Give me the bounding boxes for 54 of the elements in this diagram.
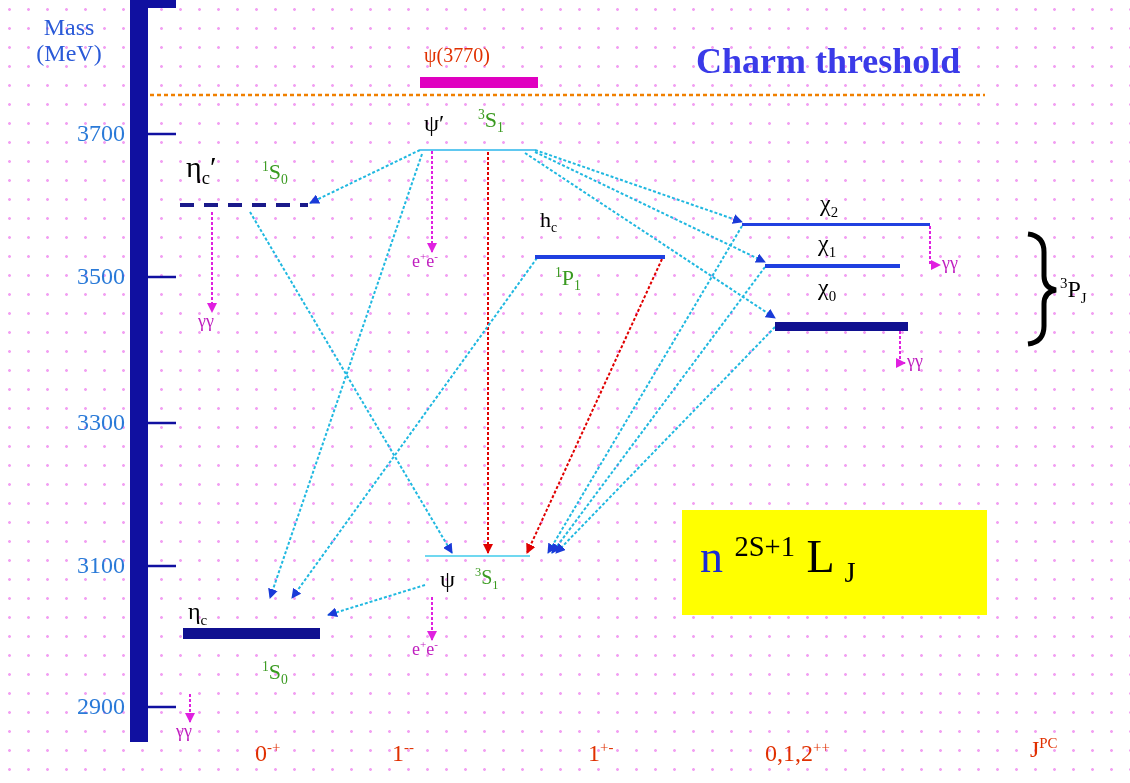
transition-arrow [291,257,538,599]
tick-label: 3700 [76,120,125,147]
notation-box [682,510,987,615]
transition-arrow [309,149,421,204]
particle-name: χ$_{2}$ [820,190,839,217]
tick-label: 3300 [76,409,125,436]
decay-product-label: e$^{+}$e$^{-}$ [412,640,438,660]
decay-product-label: γγ [907,352,923,372]
quantum-number-label: 0$^{-+}$ [255,740,281,767]
tick-label: 3500 [76,263,125,290]
decay-product-label: e$^{+}$e$^{-}$ [412,252,438,272]
decay-product-label: γγ [176,722,192,742]
tick-label: 2900 [76,693,125,720]
state-label: $^{1}$P$_{1}$ [555,266,581,291]
transition-arrow [427,150,437,253]
transition-arrow [929,225,941,270]
particle-name: χ$_{0}$ [818,274,837,301]
quantum-number-label: 1$^{--}$ [392,740,414,767]
transition-arrow [249,211,453,554]
transition-arrow [534,149,743,224]
transition-arrow [551,266,766,554]
transition-arrow [268,153,423,599]
multiplet-label: $^{3}$P$_{J}$ [1060,276,1087,303]
transition-arrow [534,151,766,263]
particle-name: ψ′ [424,110,445,137]
decay-product-label: γγ [942,254,958,274]
transition-arrow [524,152,776,319]
quantum-number-label: 0,1,2$^{++}$ [765,740,830,767]
transition-arrow [483,151,493,554]
state-label: $^{1}$S$_{0}$ [262,160,288,185]
state-label: $^{3}$S$_{1}$ [475,566,499,588]
quantum-number-label: J$^{PC}$ [1030,736,1058,763]
transition-arrow [327,584,426,618]
spectroscopic-notation: n $^{2S+1}$ L $_{J}$ [700,532,856,583]
particle-name: ψ [440,566,456,593]
quantum-number-label: 1$^{+-}$ [588,740,614,767]
transition-arrow [547,225,743,554]
transition-arrow [555,326,776,554]
particle-name: ψ(3770) [424,44,490,66]
particle-name: η$_{c}$ [188,598,208,625]
transition-arrow [207,211,217,313]
transition-arrow [896,330,906,368]
transition-arrow [427,596,437,641]
particle-name: h$_{c}$ [540,208,558,233]
transition-arrow [185,693,195,723]
particle-name: χ$_{1}$ [818,230,837,257]
threshold-label: Charm threshold [696,42,961,82]
decay-product-label: γγ [198,312,214,332]
particle-name: η$_{c}$′ [186,150,217,183]
state-label: $^{1}$S$_{0}$ [262,660,288,685]
tick-label: 3100 [76,552,125,579]
axis-title: Mass (MeV) [35,14,103,67]
state-label: $^{3}$S$_{1}$ [478,108,504,133]
transition-arrow [526,258,663,554]
